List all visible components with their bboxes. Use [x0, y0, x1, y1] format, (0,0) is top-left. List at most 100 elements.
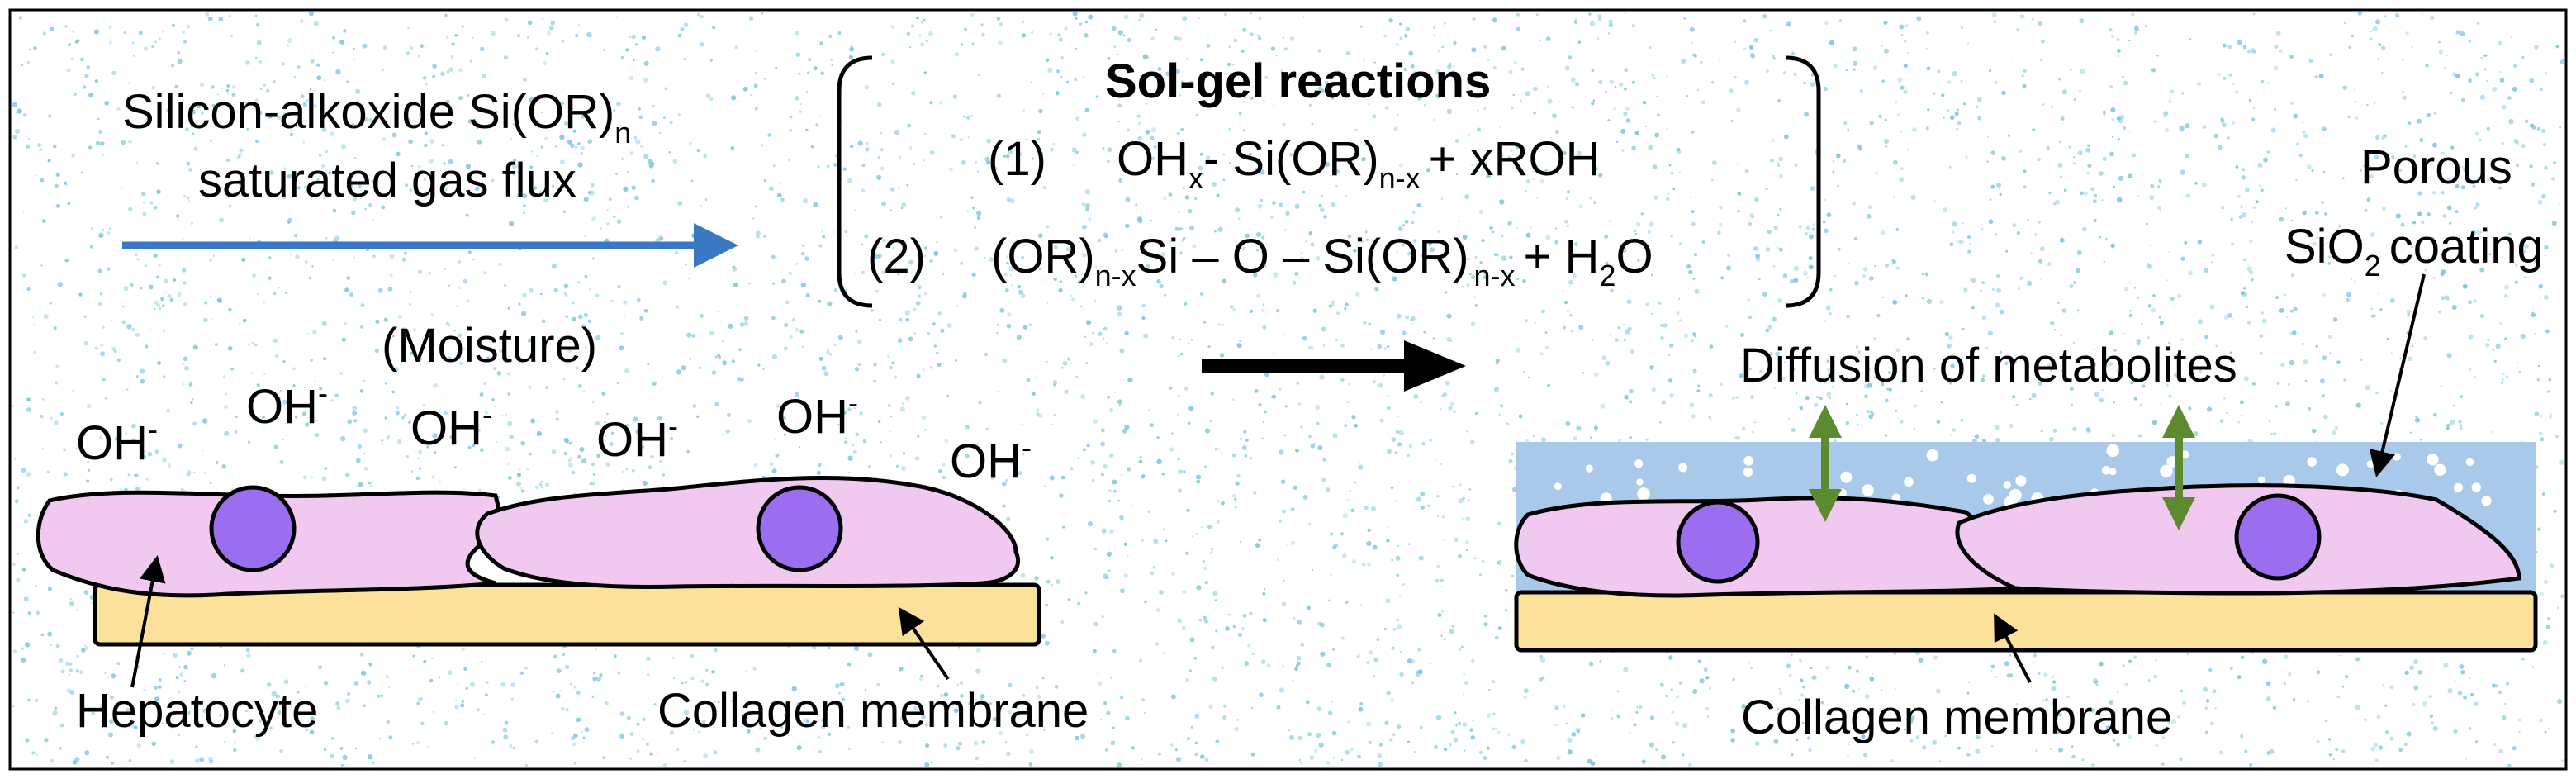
speckle-dot — [923, 254, 927, 258]
speckle-dot — [2259, 352, 2263, 355]
speckle-dot — [2302, 130, 2306, 134]
speckle-dot — [315, 714, 318, 716]
speckle-dot — [401, 332, 404, 335]
speckle-dot — [2536, 268, 2539, 270]
speckle-dot — [1577, 40, 1582, 44]
speckle-dot — [1362, 320, 1367, 325]
speckle-dot — [1873, 337, 1876, 340]
speckle-dot — [283, 679, 289, 685]
speckle-dot — [1077, 280, 1081, 284]
speckle-dot — [1499, 199, 1505, 205]
speckle-dot — [297, 65, 301, 69]
speckle-dot — [2545, 72, 2547, 74]
speckle-dot — [2535, 465, 2539, 469]
speckle-dot — [240, 667, 245, 673]
speckle-dot — [1397, 724, 1402, 729]
speckle-dot — [2047, 262, 2052, 267]
speckle-dot — [2449, 221, 2452, 225]
speckle-dot — [1093, 419, 1098, 424]
speckle-dot — [1282, 122, 1286, 126]
speckle-dot — [402, 327, 405, 330]
speckle-dot — [139, 440, 142, 444]
speckle-dot — [1203, 566, 1207, 571]
speckle-dot — [2265, 681, 2271, 686]
speckle-dot — [158, 37, 161, 40]
speckle-dot — [1734, 436, 1738, 439]
speckle-dot — [1253, 273, 1258, 278]
speckle-dot — [2460, 670, 2465, 675]
speckle-dot — [771, 282, 776, 285]
speckle-dot — [1644, 125, 1648, 128]
speckle-dot — [420, 721, 425, 725]
speckle-dot — [2079, 89, 2082, 93]
speckle-dot — [854, 367, 860, 372]
speckle-dot — [2185, 154, 2189, 159]
speckle-dot — [625, 468, 629, 471]
speckle-dot — [463, 347, 466, 350]
speckle-dot — [605, 462, 610, 467]
speckle-dot — [1011, 462, 1015, 466]
speckle-dot — [2477, 177, 2480, 179]
speckle-dot — [2255, 200, 2259, 204]
speckle-dot — [40, 264, 43, 267]
speckle-dot — [2133, 31, 2137, 35]
speckle-dot — [1633, 723, 1637, 727]
speckle-dot — [1251, 653, 1255, 656]
speckle-dot — [340, 435, 346, 442]
speckle-dot — [1006, 323, 1012, 329]
speckle-dot — [367, 680, 372, 685]
speckle-dot — [761, 144, 764, 147]
speckle-dot — [1535, 196, 1539, 199]
speckle-dot — [730, 146, 735, 150]
speckle-dot — [642, 480, 648, 487]
speckle-dot — [1466, 86, 1469, 89]
speckle-dot — [2284, 654, 2289, 659]
speckle-dot — [2028, 715, 2031, 719]
speckle-dot — [368, 203, 372, 207]
speckle-dot — [881, 741, 884, 743]
speckle-dot — [1995, 676, 1998, 678]
speckle-dot — [2180, 256, 2185, 261]
speckle-dot — [1120, 696, 1124, 700]
speckle-dot — [922, 415, 927, 420]
speckle-dot — [906, 31, 911, 36]
speckle-dot — [891, 361, 894, 365]
speckle-dot — [648, 465, 652, 470]
speckle-dot — [1881, 45, 1883, 48]
speckle-dot — [1331, 701, 1334, 703]
speckle-dot — [1977, 116, 1982, 121]
speckle-dot — [1058, 37, 1063, 42]
speckle-dot — [2152, 294, 2156, 297]
speckle-dot — [55, 203, 60, 208]
speckle-dot — [14, 128, 21, 135]
speckle-dot — [747, 729, 751, 734]
speckle-dot — [435, 102, 441, 107]
speckle-dot — [2474, 72, 2480, 77]
speckle-dot — [444, 720, 449, 726]
speckle-dot — [1207, 345, 1211, 349]
speckle-dot — [2472, 184, 2477, 189]
speckle-dot — [2154, 659, 2157, 662]
speckle-dot — [1573, 20, 1578, 24]
speckle-dot — [1453, 410, 1456, 413]
speckle-dot — [2443, 667, 2446, 669]
speckle-dot — [817, 40, 819, 43]
speckle-dot — [1090, 459, 1096, 465]
speckle-dot — [1589, 21, 1596, 26]
speckle-dot — [1605, 261, 1609, 265]
speckle-dot — [638, 446, 641, 450]
speckle-dot — [1892, 299, 1898, 305]
speckle-dot — [725, 429, 730, 434]
speckle-dot — [1005, 478, 1009, 482]
speckle-dot — [1445, 380, 1450, 386]
speckle-dot — [2382, 684, 2384, 686]
speckle-dot — [1462, 693, 1464, 696]
speckle-dot — [1734, 40, 1737, 43]
speckle-dot — [423, 659, 427, 663]
speckle-dot — [2455, 210, 2459, 213]
speckle-dot — [693, 728, 695, 731]
speckle-dot — [1876, 314, 1881, 317]
speckle-dot — [798, 109, 803, 114]
speckle-dot — [2086, 172, 2090, 175]
speckle-dot — [229, 204, 232, 207]
